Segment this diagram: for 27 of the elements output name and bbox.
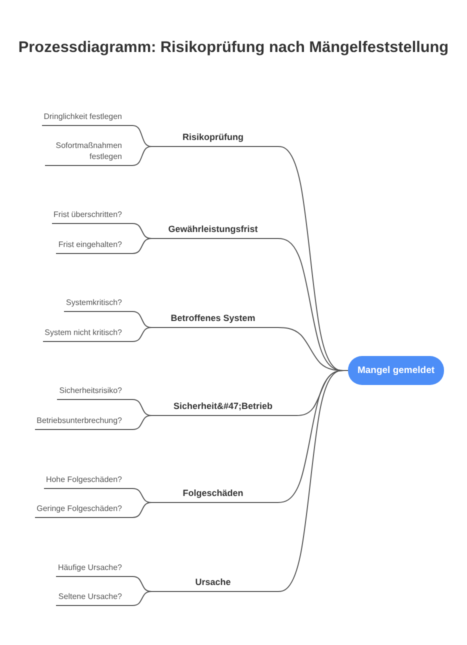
connector-line — [130, 502, 154, 518]
subtopic: Häufige Ursache? — [56, 562, 131, 577]
subtopic: Seltene Ursache? — [56, 591, 131, 606]
subtopic: Betriebsunterbrechung? — [34, 415, 131, 430]
branch-topic: Sicherheit&#47;Betrieb — [153, 400, 293, 416]
subtopic: Hohe Folgeschäden? — [44, 474, 131, 489]
branch-topic: Gewährleistungsfrist — [153, 223, 273, 239]
branch-topic: Risikoprüfung — [153, 131, 273, 147]
subtopic: Systemkritisch? — [64, 297, 131, 312]
subtopic: Geringe Folgeschäden? — [34, 503, 131, 518]
central-topic: Mangel gemeldet — [348, 356, 444, 385]
connector-line — [130, 327, 154, 342]
title: Prozessdiagramm: Risikoprüfung nach Mängelfeststellung — [18, 38, 449, 58]
subtopic: Sofortmaßnahmen festlegen — [45, 140, 131, 166]
subtopic: Dringlichkeit festlegen — [42, 111, 131, 126]
branch-topic: Folgeschäden — [153, 487, 273, 503]
subtopic: System nicht kritisch? — [42, 327, 131, 342]
subtopic: Sicherheitsrisiko? — [57, 385, 131, 400]
connector-line — [130, 238, 154, 254]
connector-line — [130, 591, 154, 606]
connector-line — [130, 146, 154, 166]
subtopic: Frist eingehalten? — [56, 239, 131, 254]
branch-topic: Betroffenes System — [153, 312, 273, 328]
connector-line — [130, 415, 154, 430]
connector-line — [272, 370, 348, 592]
branch-topic: Ursache — [153, 576, 273, 592]
subtopic: Frist überschritten? — [52, 209, 131, 224]
